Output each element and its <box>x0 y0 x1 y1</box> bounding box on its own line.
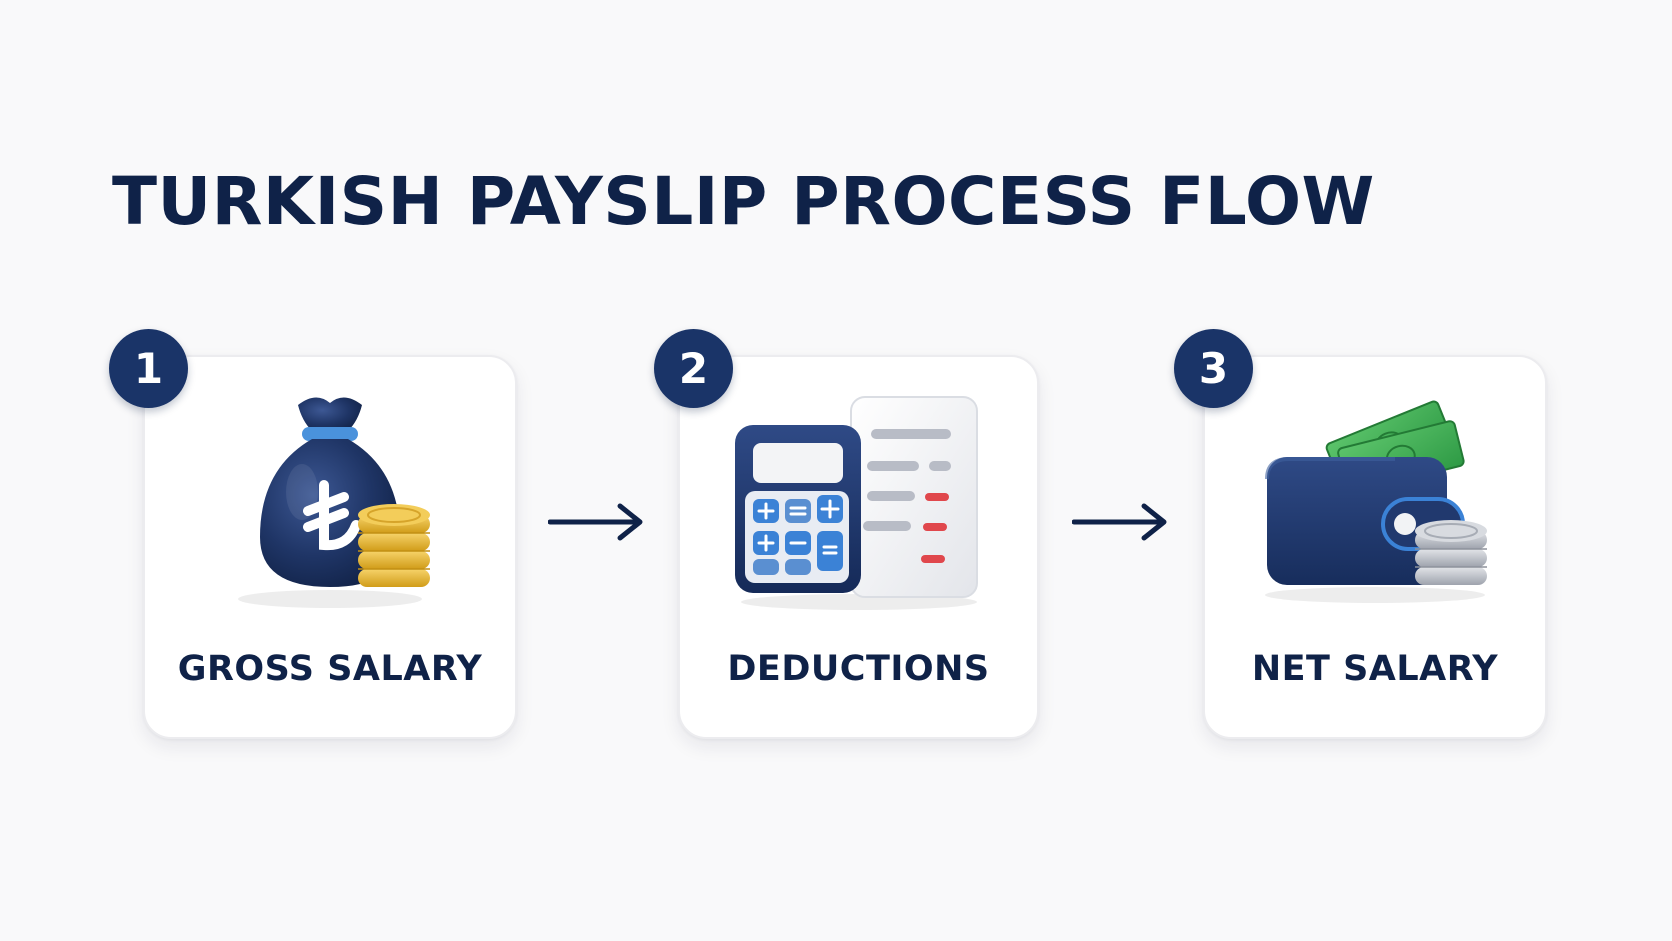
step-label: DEDUCTIONS <box>727 649 990 689</box>
wallet-cash-icon <box>1255 387 1495 621</box>
step-card-gross-salary: GROSS SALARY <box>143 355 517 739</box>
step-label: GROSS SALARY <box>177 649 483 689</box>
step-card-net-salary: NET SALARY <box>1203 355 1547 739</box>
money-bag-lira-icon <box>220 387 440 621</box>
arrow-right-icon <box>1071 500 1172 548</box>
step-number-badge: 2 <box>654 329 733 408</box>
step-card-deductions: DEDUCTIONS <box>678 355 1039 739</box>
step-number-badge: 1 <box>109 329 188 408</box>
calculator-document-icon <box>729 387 989 621</box>
page-title: TURKISH PAYSLIP PROCESS FLOW <box>112 163 1375 240</box>
step-label: NET SALARY <box>1251 649 1499 689</box>
arrow-right-icon <box>547 500 648 548</box>
step-number-badge: 3 <box>1174 329 1253 408</box>
